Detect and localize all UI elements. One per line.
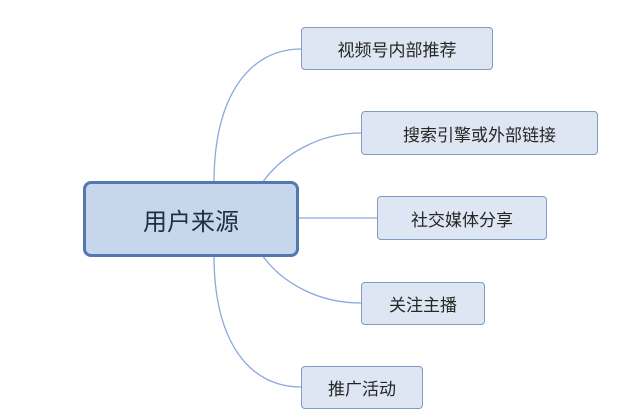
branch-node-5[interactable]: 推广活动 <box>301 366 423 409</box>
connector-branch-1 <box>213 48 302 184</box>
branch-node-4[interactable]: 关注主播 <box>361 282 485 325</box>
branch-node-3[interactable]: 社交媒体分享 <box>377 196 547 240</box>
branch-node-label: 视频号内部推荐 <box>337 41 457 61</box>
branch-node-1[interactable]: 视频号内部推荐 <box>301 27 493 70</box>
root-node-label: 用户来源 <box>143 207 239 236</box>
root-node[interactable]: 用户来源 <box>83 181 299 257</box>
connector-branch-5 <box>213 254 302 388</box>
branch-node-label: 关注主播 <box>389 296 457 316</box>
branch-node-label: 推广活动 <box>328 380 396 400</box>
connector-branch-4 <box>261 254 362 304</box>
branch-node-label: 社交媒体分享 <box>411 210 513 231</box>
branch-node-2[interactable]: 搜索引擎或外部链接 <box>361 111 598 155</box>
branch-node-label: 搜索引擎或外部链接 <box>403 125 556 146</box>
connector-branch-2 <box>261 132 362 184</box>
